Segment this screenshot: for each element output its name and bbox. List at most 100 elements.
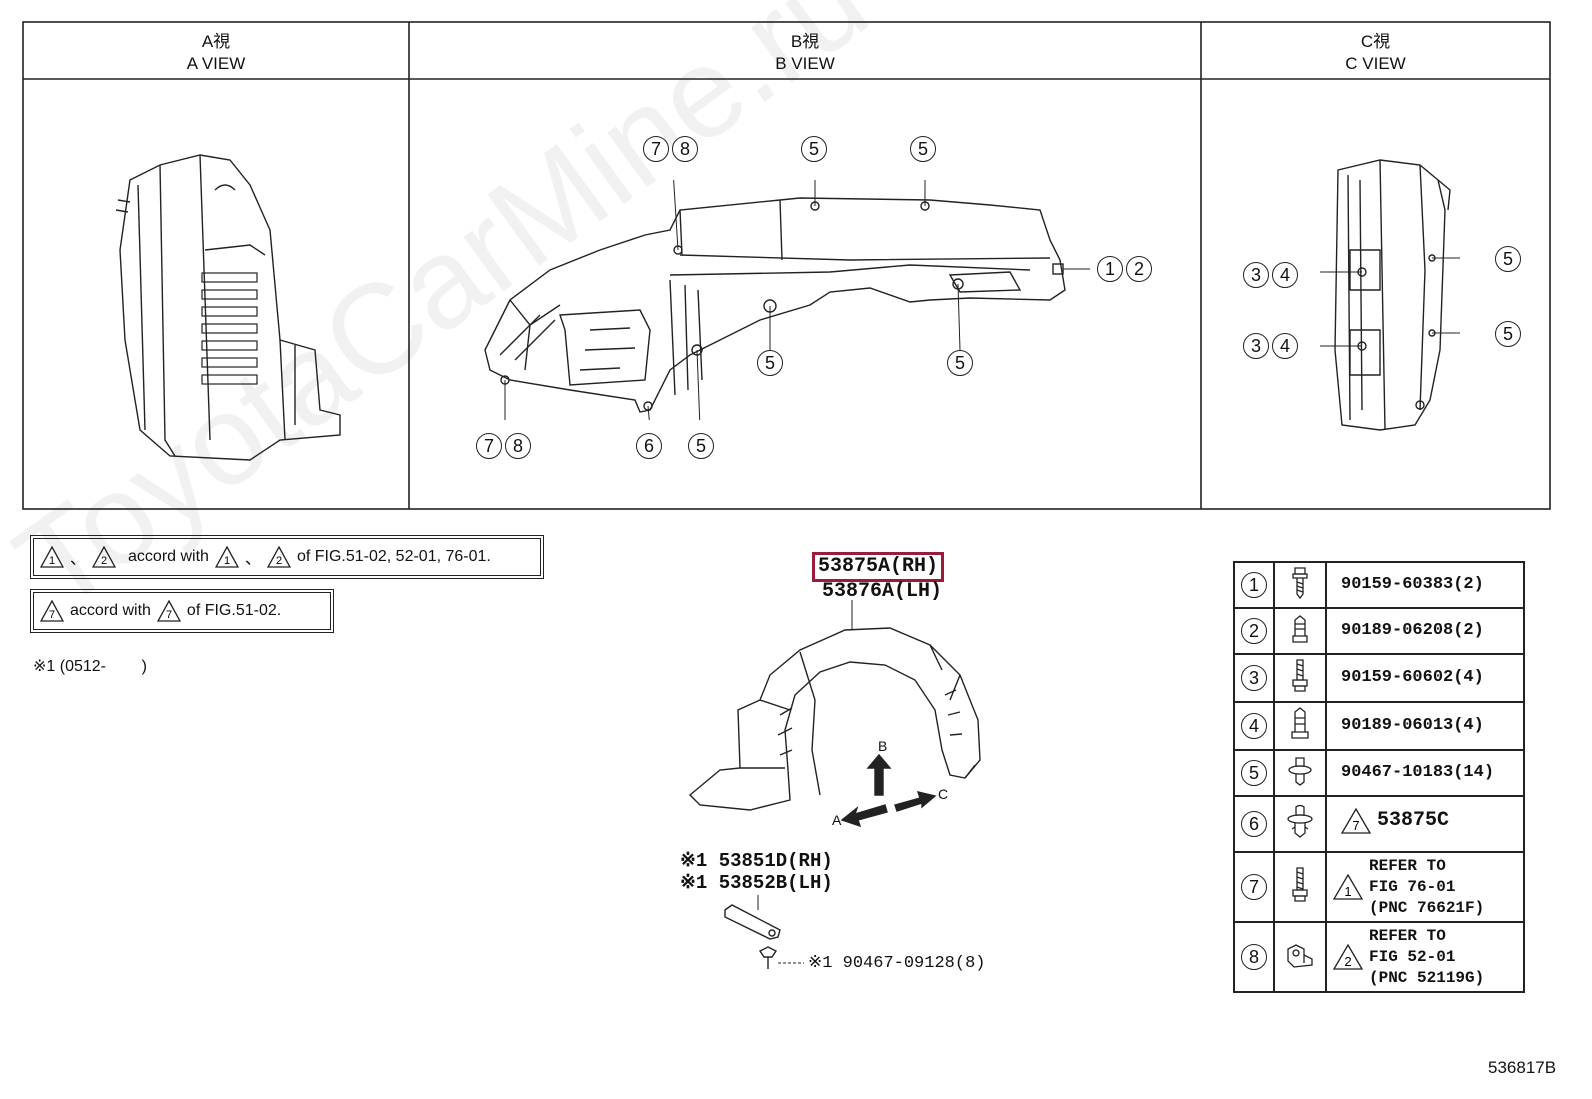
callout-number: 8 — [505, 433, 531, 459]
callout-number: 4 — [1272, 262, 1298, 288]
callout-number: 2 — [1126, 256, 1152, 282]
part-number-text[interactable]: 90189-06208(2) — [1325, 607, 1525, 655]
c-callout-right-bottom: 5 — [1495, 321, 1521, 347]
b-callout-mid-b: 5 — [947, 350, 973, 376]
ref-line: (PNC 52119G) — [1369, 968, 1485, 987]
callout-number: 3 — [1243, 333, 1269, 359]
svg-text:1: 1 — [224, 555, 230, 567]
sub-bracket-drawing — [724, 895, 804, 969]
note-production-date: ※1 (0512- ) — [33, 658, 147, 675]
ref-line: REFER TO — [1369, 926, 1446, 945]
sub-bolt-label[interactable]: ※1 90467-09128(8) — [808, 954, 986, 973]
callout-number: 5 — [910, 136, 936, 162]
c-callout-right-top: 5 — [1495, 246, 1521, 272]
note-separator: 、 — [70, 551, 87, 568]
row-number: 5 — [1241, 760, 1267, 786]
clip-icon — [1288, 756, 1312, 786]
b-callout-bottom-left: 7 8 — [476, 433, 531, 459]
nut-icon — [1292, 614, 1308, 643]
table-row: 8 2 REFER TO FIG 52-01 (PNC 52119G) — [1233, 921, 1525, 993]
ref-line[interactable]: FIG 76-01 — [1369, 877, 1456, 896]
parts-table: 1 90159-60383(2) 2 90189-06208(2) 3 9015… — [1233, 561, 1525, 993]
a-view-title-jp: A視 — [201, 32, 231, 51]
svg-text:7: 7 — [49, 609, 55, 621]
ref-line: (PNC 76621F) — [1369, 898, 1485, 917]
warning-triangle-icon: 1 — [40, 546, 64, 568]
b-callout-top-right: 5 — [910, 136, 936, 162]
c-view-header: C視 C VIEW — [1201, 31, 1550, 75]
svg-text:2: 2 — [101, 555, 107, 567]
sub-part-lh-label[interactable]: ※1 53852B(LH) — [680, 872, 833, 894]
note-text: accord with — [70, 602, 151, 619]
row-number: 6 — [1241, 811, 1267, 837]
part-number-text[interactable]: 90467-10183(14) — [1325, 749, 1525, 797]
note-accord-2: 7 accord with 7 of FIG.51-02. — [30, 589, 334, 633]
part-number-text[interactable]: 90189-06013(4) — [1325, 701, 1525, 751]
b-callout-bottom-mid: 6 — [636, 433, 662, 459]
c-view-drawing — [1320, 159, 1460, 431]
view-arrow-a-label: A — [832, 812, 842, 828]
callout-number: 5 — [688, 433, 714, 459]
warning-triangle-icon: 7 — [40, 600, 64, 622]
part-ref-cell: 7 53875C — [1325, 795, 1525, 853]
sub-part-rh-label[interactable]: ※1 53851D(RH) — [680, 850, 833, 872]
row-number: 4 — [1241, 713, 1267, 739]
svg-text:7: 7 — [1352, 818, 1359, 833]
bracket-nut-icon — [1287, 943, 1313, 968]
note-text: accord with — [128, 548, 209, 565]
warning-triangle-icon: 1 — [1333, 874, 1363, 900]
b-view-title-jp: B視 — [790, 32, 820, 51]
part-number-text[interactable]: 53875C — [1377, 808, 1450, 832]
b-view-header: B視 B VIEW — [409, 31, 1201, 75]
warning-triangle-icon: 2 — [92, 546, 117, 568]
row-number: 7 — [1241, 874, 1267, 900]
b-callout-top-left: 7 8 — [643, 136, 698, 162]
a-view-header: A視 A VIEW — [23, 31, 409, 75]
callout-number: 8 — [672, 136, 698, 162]
note-tail: of FIG.51-02, 52-01, 76-01. — [296, 548, 491, 565]
view-arrow-b-label: B — [878, 738, 888, 754]
svg-text:2: 2 — [1344, 954, 1351, 969]
callout-number: 7 — [643, 136, 669, 162]
svg-text:2: 2 — [276, 555, 282, 567]
b-view-title-en: B VIEW — [775, 54, 835, 73]
callout-number: 5 — [757, 350, 783, 376]
row-number: 3 — [1241, 665, 1267, 691]
figure-id: 536817B — [1488, 1058, 1557, 1077]
note-tail: of FIG.51-02. — [186, 602, 282, 619]
b-callout-top-mid: 5 — [801, 136, 827, 162]
warning-triangle-icon: 7 — [1341, 807, 1371, 834]
callout-number: 5 — [1495, 321, 1521, 347]
clip-icon — [1287, 804, 1313, 838]
callout-number: 5 — [1495, 246, 1521, 272]
screw-icon — [1292, 658, 1308, 692]
callout-number: 3 — [1243, 262, 1269, 288]
callout-number: 5 — [801, 136, 827, 162]
table-row: 7 1 REFER TO FIG 76-01 (PNC 76621F) — [1233, 851, 1525, 923]
callout-number: 4 — [1272, 333, 1298, 359]
warning-triangle-icon: 1 — [214, 546, 239, 568]
nut-icon — [1291, 706, 1309, 739]
a-view-title-en: A VIEW — [186, 54, 246, 73]
row-number: 8 — [1241, 944, 1267, 970]
main-part-lh-label[interactable]: 53876A(LH) — [822, 580, 943, 603]
warning-triangle-icon: 2 — [266, 546, 291, 568]
part-number-text[interactable]: 90159-60383(2) — [1325, 561, 1525, 609]
svg-text:7: 7 — [166, 609, 172, 621]
table-row: 6 7 53875C — [1233, 795, 1525, 853]
part-ref-cell: 1 REFER TO FIG 76-01 (PNC 76621F) — [1325, 851, 1525, 923]
main-part-rh-label[interactable]: 53875A(RH) — [812, 552, 944, 582]
part-number-text[interactable]: 90159-60602(4) — [1325, 653, 1525, 703]
callout-number: 7 — [476, 433, 502, 459]
warning-triangle-icon: 2 — [1333, 944, 1363, 970]
view-arrow-c-label: C — [938, 786, 949, 802]
ref-line[interactable]: FIG 52-01 — [1369, 947, 1456, 966]
a-view-drawing — [115, 154, 341, 461]
warning-triangle-icon: 7 — [156, 600, 181, 622]
note-separator: 、 — [244, 551, 261, 568]
fender-liner-drawing — [688, 600, 981, 828]
row-number: 2 — [1241, 618, 1267, 644]
callout-number: 6 — [636, 433, 662, 459]
view-frame — [22, 21, 1551, 510]
b-callout-right: 1 2 — [1097, 256, 1152, 282]
